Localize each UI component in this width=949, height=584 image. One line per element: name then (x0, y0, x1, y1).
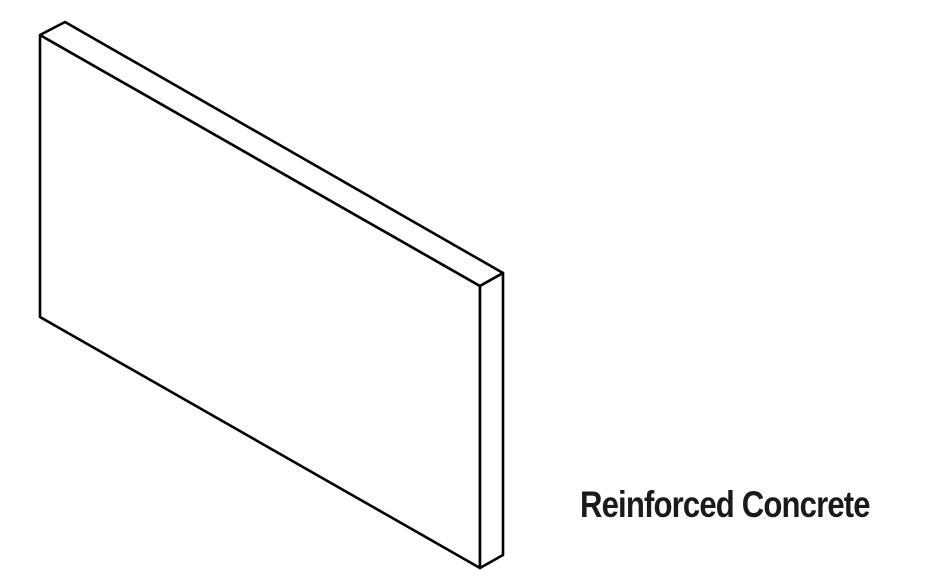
panel-front-face (38, 33, 482, 570)
panel-side-face (478, 271, 505, 570)
wall-panel (38, 20, 505, 570)
material-caption: Reinforced Concrete (580, 484, 871, 525)
